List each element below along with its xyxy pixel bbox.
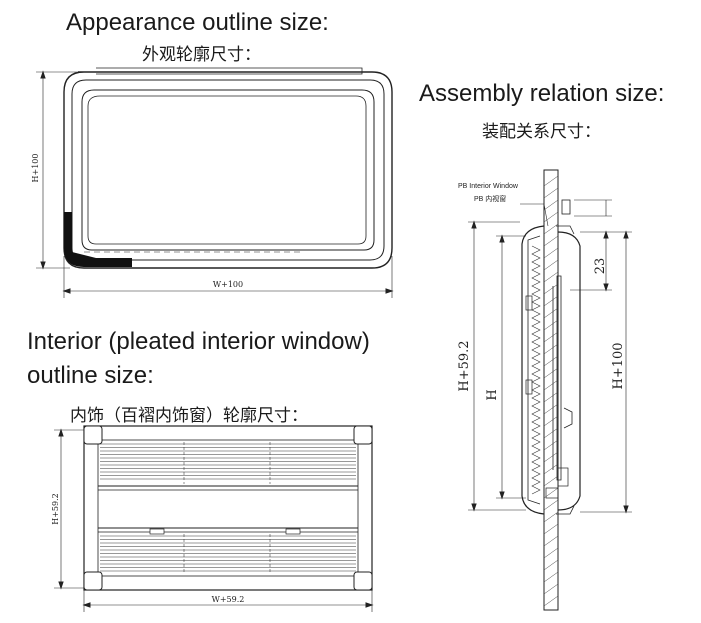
- interior-dim-width-label: W+59.2: [212, 595, 245, 604]
- dim-width-label: W+100: [213, 280, 243, 289]
- wall-hatch-line: [543, 355, 559, 367]
- wall-hatch-line: [543, 403, 559, 415]
- assembly-title-cn: 装配关系尺寸：: [482, 122, 601, 142]
- wall-hatch-line: [543, 319, 559, 331]
- wall-hatch-line: [543, 367, 559, 379]
- wall-hatch-line: [543, 451, 559, 463]
- wall-hatch-line: [543, 271, 559, 283]
- interior-dim-height-label: H+59.2: [51, 493, 60, 525]
- pleated-blind-section: [531, 245, 541, 495]
- wall-hatch-line: [543, 175, 559, 187]
- wall-hatch-line: [543, 475, 559, 487]
- wall-hatch-line: [543, 523, 559, 535]
- wall-hatch-line: [543, 427, 559, 439]
- wall-hatch-line: [543, 463, 559, 475]
- dim-h100-label: H+100: [611, 342, 626, 389]
- wall-hatch-line: [543, 331, 559, 343]
- wall-hatch-line: [543, 583, 559, 595]
- wall-hatch-line: [543, 415, 559, 427]
- wall-hatch-line: [543, 307, 559, 319]
- wall-hatch-line: [543, 235, 559, 247]
- wall-hatch-line: [543, 547, 559, 559]
- wall-hatch-line: [543, 223, 559, 235]
- dim-h-label: H: [485, 389, 500, 400]
- appearance-title: Appearance outline size:: [66, 9, 329, 36]
- wall-hatch-line: [543, 295, 559, 307]
- dim-h592-label: H+59.2: [457, 340, 472, 391]
- dim-23-label: 23: [593, 258, 608, 275]
- wall-hatch-line: [543, 391, 559, 403]
- wall-hatch-line: [543, 439, 559, 451]
- interior-title-line1: Interior (pleated interior window): [27, 328, 370, 355]
- wall-hatch-line: [543, 499, 559, 511]
- wall-hatch-line: [543, 247, 559, 259]
- wall-hatch-line: [543, 535, 559, 547]
- wall-hatch-line: [543, 259, 559, 271]
- wall-hatch-line: [543, 511, 559, 523]
- interior-title-cn: 内饰（百褶内饰窗）轮廓尺寸：: [70, 406, 308, 426]
- wall-hatch-line: [543, 283, 559, 295]
- wall-hatch-line: [543, 211, 559, 223]
- interior-window-label-cn: PB 内视窗: [474, 194, 506, 203]
- wall-hatch-line: [543, 187, 559, 199]
- interior-window-label: PB Interior Window: [458, 183, 519, 190]
- wall-hatch-line: [543, 343, 559, 355]
- wall-hatch-line: [543, 571, 559, 583]
- wall-hatch-line: [543, 595, 559, 607]
- wall-hatch-line: [543, 379, 559, 391]
- interior-title-line2: outline size:: [27, 362, 154, 389]
- appearance-title-cn: 外观轮廓尺寸：: [142, 45, 261, 65]
- assembly-title: Assembly relation size:: [419, 80, 665, 107]
- dim-height-label: H+100: [31, 154, 40, 183]
- wall-hatch-line: [543, 559, 559, 571]
- wall-hatch-line: [543, 199, 559, 211]
